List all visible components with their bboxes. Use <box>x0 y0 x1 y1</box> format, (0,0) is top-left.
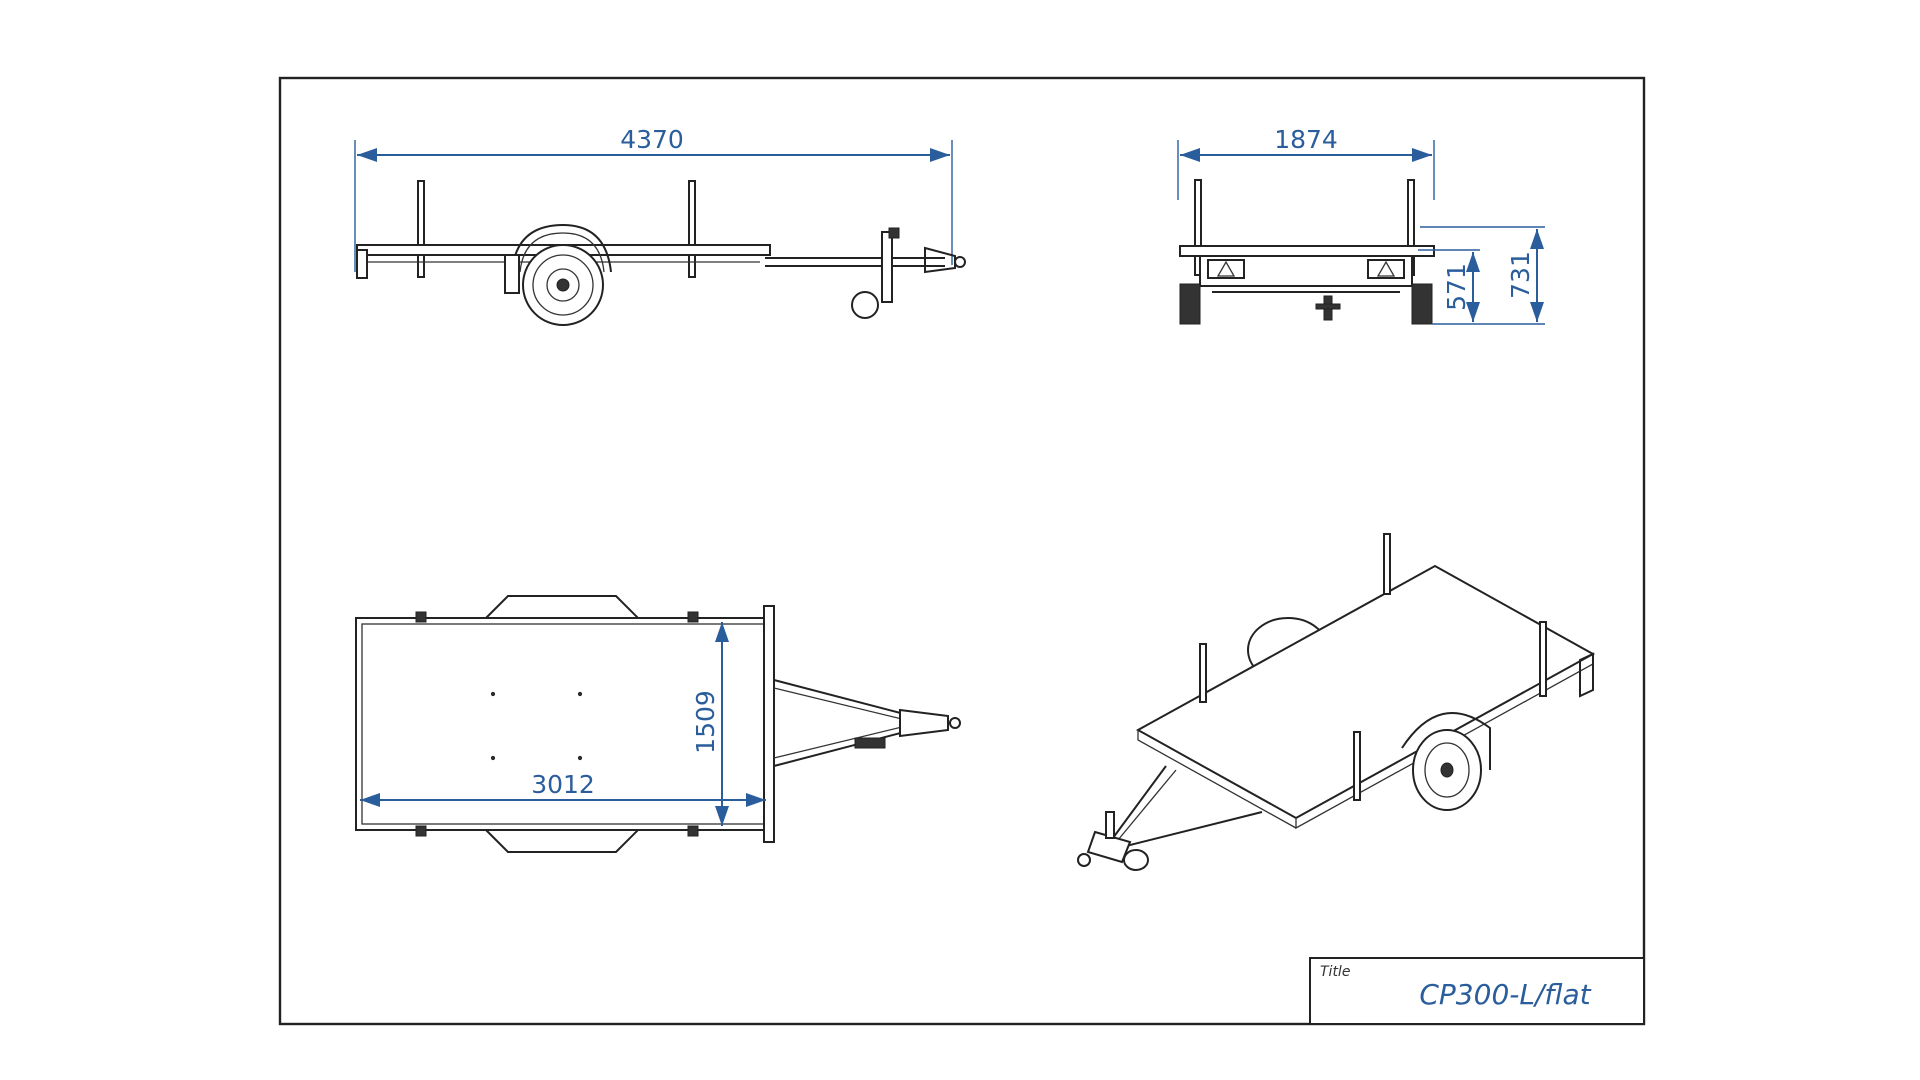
dim-side-length: 4370 <box>620 125 684 154</box>
rear-view: 1874 571 731 <box>1177 125 1545 325</box>
title-block-label: Title <box>1320 964 1350 980</box>
isometric-view <box>1077 533 1596 871</box>
side-view: 4370 <box>354 125 966 326</box>
title-block: Title CP300-L/flat <box>1309 957 1645 1025</box>
dim-deck-length: 3012 <box>531 770 595 799</box>
title-block-value: CP300-L/flat <box>1419 978 1591 1011</box>
dim-rear-height-upper: 731 <box>1506 251 1535 299</box>
dim-rear-width: 1874 <box>1274 125 1338 154</box>
sheet-border <box>278 76 1646 1026</box>
dim-rear-height-lower: 571 <box>1442 263 1471 311</box>
top-view: 3012 1509 <box>355 595 961 853</box>
dim-deck-width: 1509 <box>691 690 720 754</box>
